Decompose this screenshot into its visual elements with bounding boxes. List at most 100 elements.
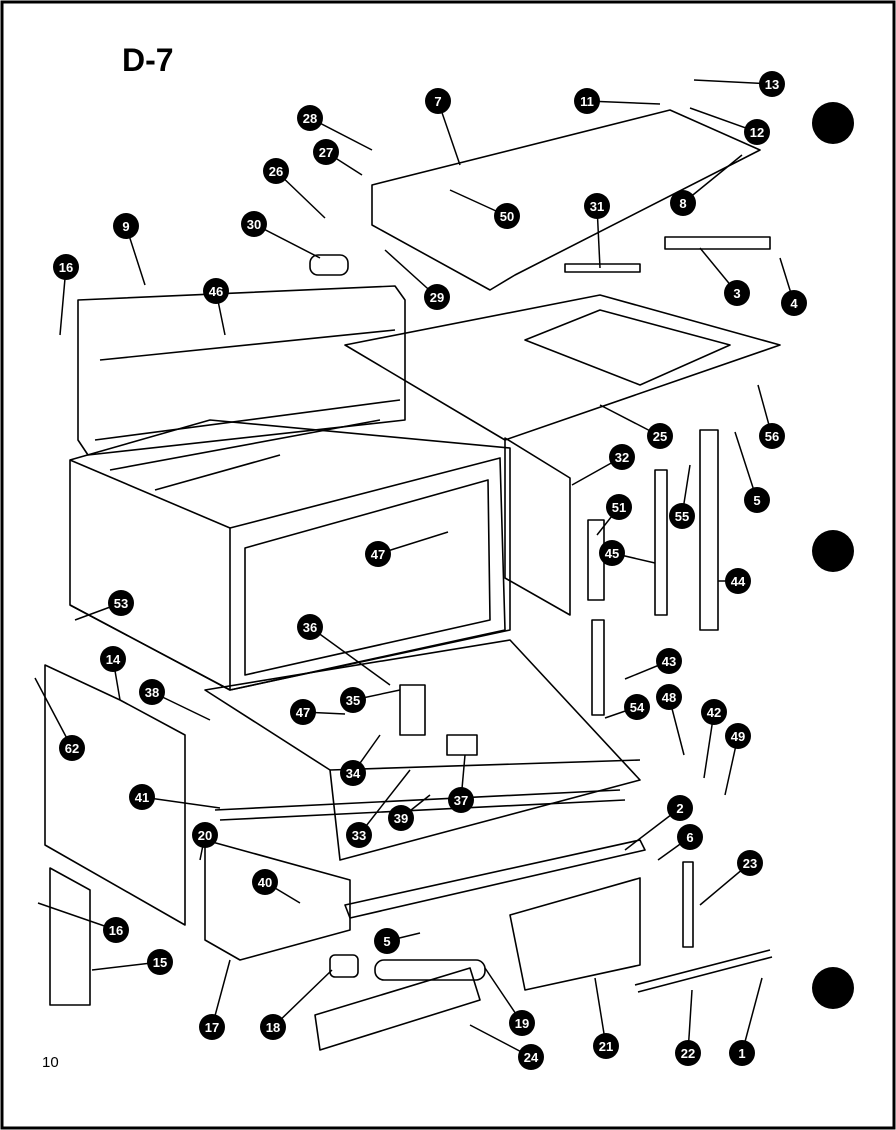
callout-leader-18 bbox=[272, 969, 333, 1028]
callout-number-24: 24 bbox=[524, 1050, 539, 1065]
callout-balloon-21 bbox=[593, 1033, 619, 1059]
callout-balloon-37 bbox=[448, 787, 474, 813]
callout-balloon-33 bbox=[346, 822, 372, 848]
callout-balloon-24 bbox=[518, 1044, 544, 1070]
callout-balloon-27 bbox=[313, 139, 339, 165]
callout-number-47: 47 bbox=[296, 705, 310, 720]
callout-balloon-7 bbox=[425, 88, 451, 114]
callout-balloon-48 bbox=[656, 684, 682, 710]
callout-balloon-15 bbox=[147, 949, 173, 975]
callout-number-13: 13 bbox=[765, 77, 779, 92]
callout-balloon-5 bbox=[374, 928, 400, 954]
callout-number-45: 45 bbox=[605, 546, 619, 561]
callout-number-31: 31 bbox=[590, 199, 604, 214]
callout-number-33: 33 bbox=[352, 828, 366, 843]
callout-balloon-20 bbox=[192, 822, 218, 848]
control-top-plate bbox=[344, 294, 781, 441]
callout-number-29: 29 bbox=[430, 290, 444, 305]
callout-number-6: 6 bbox=[686, 830, 693, 845]
callout-balloon-2 bbox=[667, 795, 693, 821]
callout-number-7: 7 bbox=[434, 94, 441, 109]
callout-balloon-43 bbox=[656, 648, 682, 674]
callout-balloon-18 bbox=[260, 1014, 286, 1040]
callout-number-9: 9 bbox=[122, 219, 129, 234]
callout-number-16: 16 bbox=[59, 260, 73, 275]
callout-number-35: 35 bbox=[346, 693, 360, 708]
callout-balloon-38 bbox=[139, 679, 165, 705]
callout-balloon-9 bbox=[113, 213, 139, 239]
callout-number-22: 22 bbox=[681, 1046, 695, 1061]
callout-number-41: 41 bbox=[135, 790, 149, 805]
callout-balloon-32 bbox=[609, 444, 635, 470]
callout-number-53: 53 bbox=[114, 596, 128, 611]
callout-leader-33 bbox=[358, 769, 411, 836]
callout-balloon-54 bbox=[624, 694, 650, 720]
callout-number-32: 32 bbox=[615, 450, 629, 465]
callout-number-39: 39 bbox=[394, 811, 408, 826]
callout-number-21: 21 bbox=[599, 1039, 613, 1054]
callout-number-47: 47 bbox=[371, 547, 385, 562]
callout-balloon-50 bbox=[494, 203, 520, 229]
callout-balloon-55 bbox=[669, 503, 695, 529]
callout-number-54: 54 bbox=[630, 700, 645, 715]
callout-number-12: 12 bbox=[750, 125, 764, 140]
callout-balloon-13 bbox=[759, 71, 785, 97]
callout-number-42: 42 bbox=[707, 705, 721, 720]
callout-leader-16 bbox=[37, 902, 117, 931]
callout-balloon-53 bbox=[108, 590, 134, 616]
callout-balloon-26 bbox=[263, 158, 289, 184]
callout-number-40: 40 bbox=[258, 875, 272, 890]
callout-number-50: 50 bbox=[500, 209, 514, 224]
callout-balloon-56 bbox=[759, 423, 785, 449]
callout-number-26: 26 bbox=[269, 164, 283, 179]
callout-leader-13 bbox=[693, 79, 773, 85]
callout-number-17: 17 bbox=[205, 1020, 219, 1035]
front-bar bbox=[314, 967, 481, 1051]
callout-leader-62 bbox=[34, 677, 73, 749]
callout-number-51: 51 bbox=[612, 500, 626, 515]
callout-number-62: 62 bbox=[65, 741, 79, 756]
callout-balloon-14 bbox=[100, 646, 126, 672]
side-panel bbox=[504, 437, 571, 616]
callout-number-23: 23 bbox=[743, 856, 757, 871]
callout-number-36: 36 bbox=[303, 620, 317, 635]
callout-balloon-45 bbox=[599, 540, 625, 566]
callout-balloon-12 bbox=[744, 119, 770, 145]
callout-balloon-30 bbox=[241, 211, 267, 237]
callout-number-20: 20 bbox=[198, 828, 212, 843]
callout-number-37: 37 bbox=[454, 793, 468, 808]
callout-balloon-17 bbox=[199, 1014, 225, 1040]
base-pan bbox=[204, 639, 641, 861]
callout-balloon-6 bbox=[677, 824, 703, 850]
page-number: 10 bbox=[42, 1054, 59, 1071]
callout-balloon-19 bbox=[509, 1010, 535, 1036]
callout-balloon-11 bbox=[574, 88, 600, 114]
callout-number-43: 43 bbox=[662, 654, 676, 669]
outer-panel bbox=[44, 664, 186, 926]
callout-number-8: 8 bbox=[679, 196, 686, 211]
callout-balloon-34 bbox=[340, 760, 366, 786]
callout-balloon-40 bbox=[252, 869, 278, 895]
callout-number-49: 49 bbox=[731, 729, 745, 744]
callout-number-44: 44 bbox=[731, 574, 746, 589]
callout-number-11: 11 bbox=[580, 94, 594, 109]
trim-strip bbox=[344, 839, 646, 919]
callout-number-18: 18 bbox=[266, 1020, 280, 1035]
callout-balloon-25 bbox=[647, 423, 673, 449]
callout-balloon-44 bbox=[725, 568, 751, 594]
callout-balloon-22 bbox=[675, 1040, 701, 1066]
callout-balloon-51 bbox=[606, 494, 632, 520]
callout-balloon-29 bbox=[424, 284, 450, 310]
diagram-title: D-7 bbox=[122, 42, 174, 78]
left-wrapper-panel bbox=[77, 285, 406, 456]
callout-balloon-8 bbox=[670, 190, 696, 216]
callout-balloon-46 bbox=[203, 278, 229, 304]
lower-frame bbox=[204, 839, 351, 961]
callout-number-5: 5 bbox=[383, 934, 390, 949]
callout-number-14: 14 bbox=[106, 652, 121, 667]
callout-number-3: 3 bbox=[733, 286, 740, 301]
callout-number-15: 15 bbox=[153, 955, 167, 970]
